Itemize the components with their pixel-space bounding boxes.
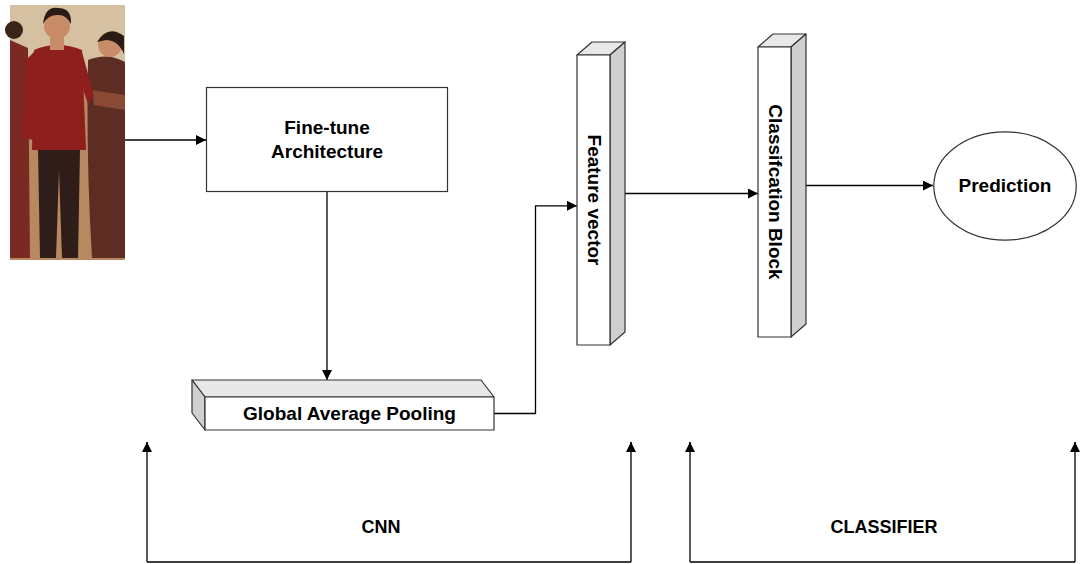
text-area: Prediction (933, 131, 1077, 241)
group-label: CLASSIFIER (830, 517, 937, 538)
front-face (758, 47, 791, 337)
node-text: Global Average Pooling (243, 402, 456, 426)
flow-arrow (326, 192, 327, 380)
ellipse-outline (934, 132, 1076, 240)
front-face (577, 55, 610, 345)
classifier-bracket-head (689, 442, 690, 450)
input-arrow (125, 139, 206, 140)
classification-bar: Classifcation Block (758, 34, 806, 337)
flow-arrow (806, 185, 933, 186)
classifier-bracket (690, 442, 1075, 562)
box-outline (207, 88, 448, 192)
rotated-text: Classifcation Block (763, 104, 787, 279)
left-person-head (5, 21, 23, 39)
feature-vector-bar: Feature vector (577, 42, 625, 345)
input-photo (5, 5, 125, 260)
man-trousers (38, 150, 80, 258)
text-area: Feature vector (577, 55, 610, 345)
top-face (192, 380, 494, 397)
side-face (192, 380, 205, 430)
text-area: Global Average Pooling (205, 397, 494, 430)
prediction-ellipse: Prediction (933, 131, 1077, 241)
text-area: Fine-tune Architecture (206, 87, 448, 192)
photo-ground (10, 5, 125, 260)
node-text: Prediction (959, 174, 1052, 198)
front-face (205, 397, 494, 430)
man-hair (43, 8, 71, 24)
cnn-bracket-head (146, 442, 147, 450)
side-face (791, 34, 806, 337)
man-left-arm (22, 52, 34, 140)
node-text: Fine-tune Architecture (247, 116, 407, 164)
process-box: Fine-tune Architecture (206, 87, 448, 192)
man-right-arm (80, 52, 94, 104)
group-label: CNN (362, 517, 401, 538)
side-face (610, 42, 625, 345)
right-person-hair (97, 31, 124, 54)
cnn-bracket (147, 442, 631, 562)
cnn-bracket-head (630, 442, 631, 450)
man-sweater (32, 45, 86, 150)
classifier-bracket-head (1074, 442, 1075, 450)
flow-arrow (625, 193, 758, 194)
flow-arrow (494, 206, 577, 414)
right-person (88, 56, 126, 258)
right-person-pattern (92, 90, 125, 110)
rotated-text: Feature vector (582, 135, 606, 266)
node-text: Feature vector (582, 135, 606, 266)
node-text: Classifcation Block (763, 104, 787, 279)
text-area: Classifcation Block (758, 47, 791, 337)
node-outline (206, 87, 448, 192)
pooling-layer: Global Average Pooling (192, 380, 494, 430)
